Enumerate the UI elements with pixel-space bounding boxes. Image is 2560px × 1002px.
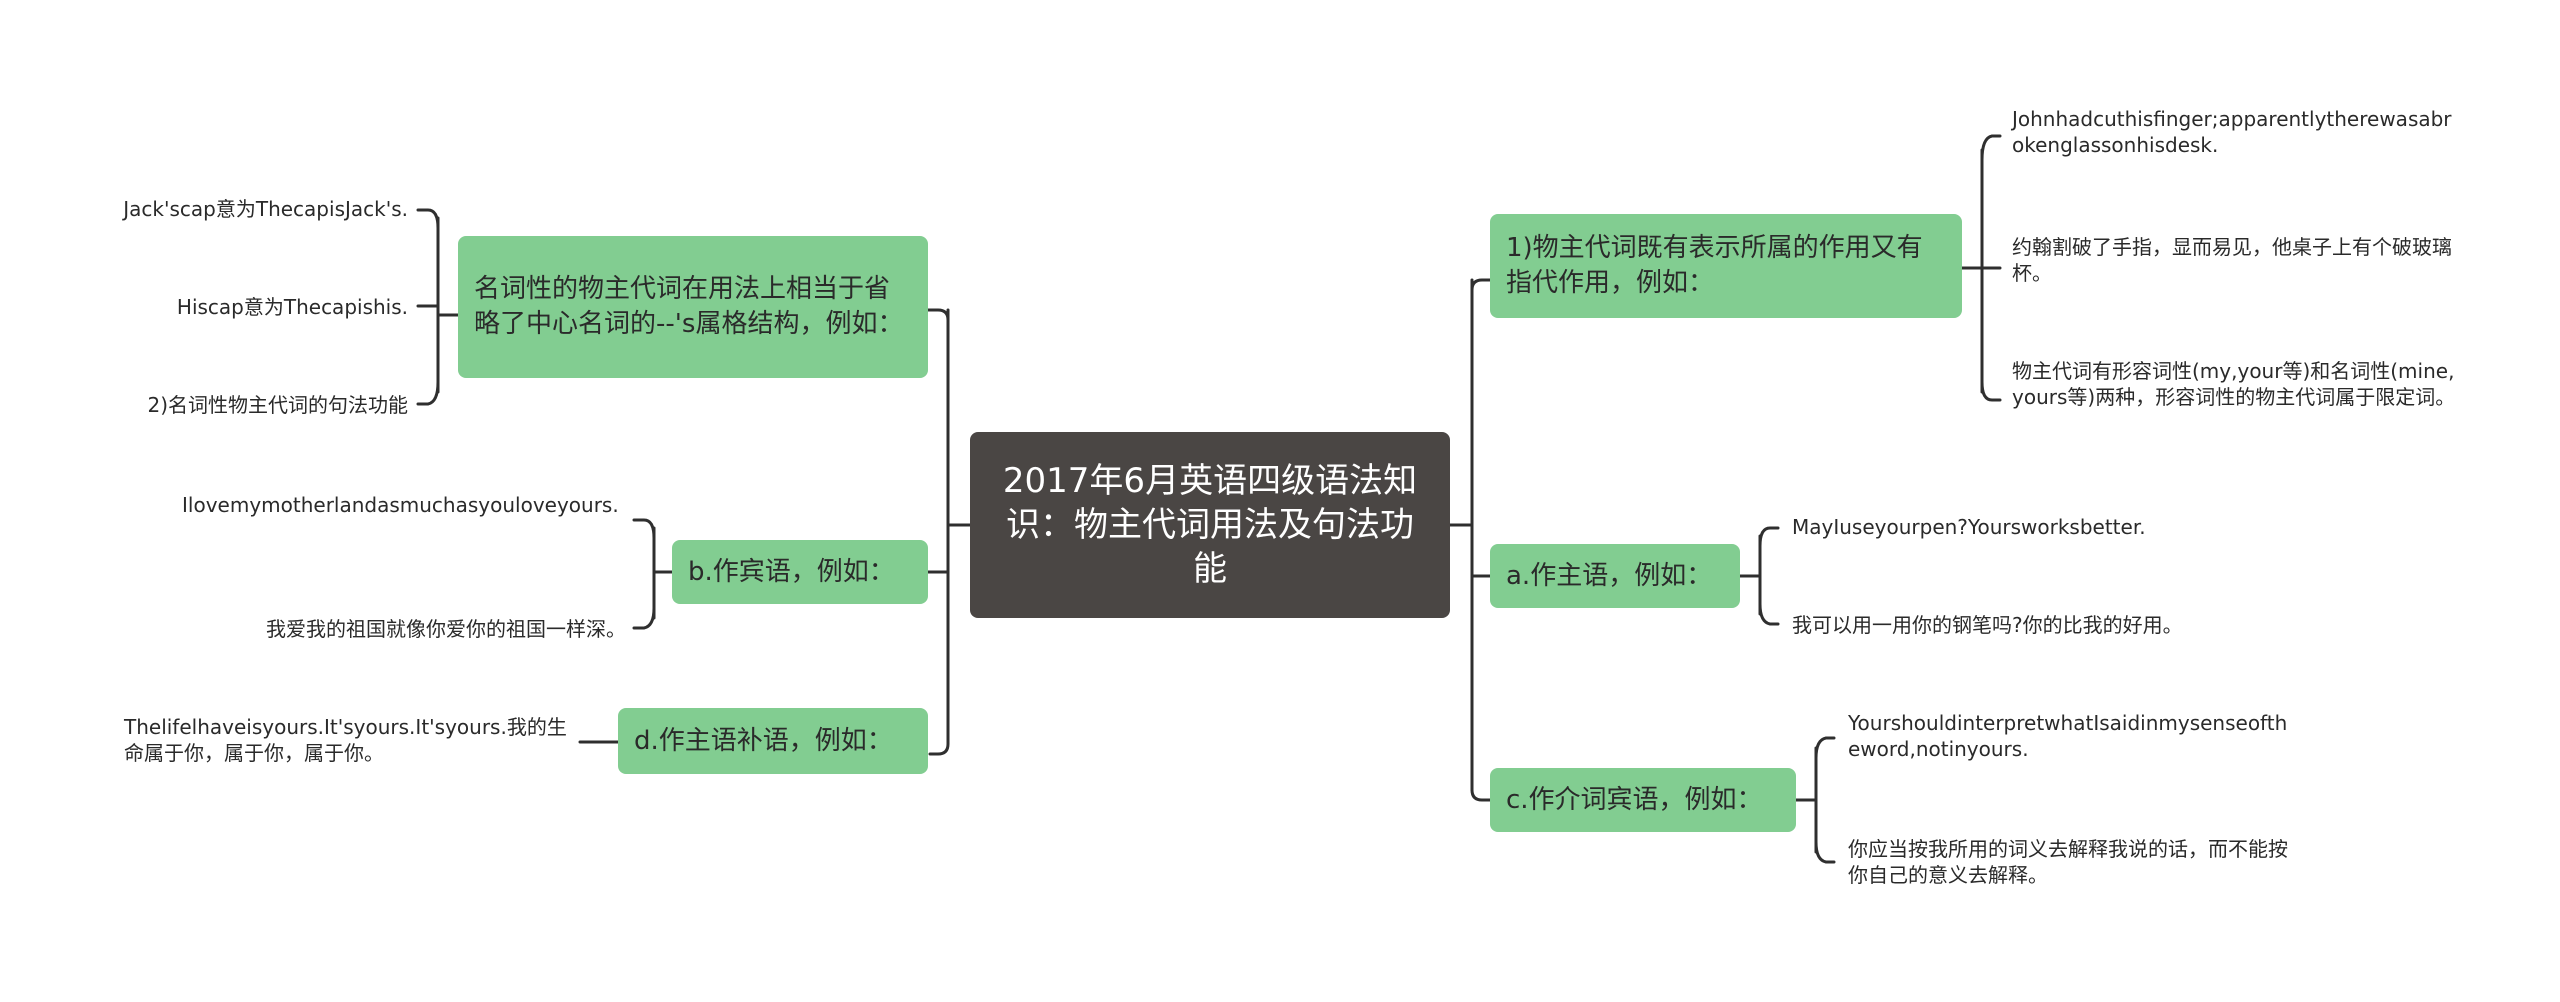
branch-right-possessive-roles[interactable]: 1)物主代词既有表示所属的作用又有指代作用，例如： (1490, 214, 1962, 318)
leaf-text: Hiscap意为Thecapishis. (176, 295, 408, 319)
leaf-left2-2: 我爱我的祖国就像你爱你的祖国一样深。 (182, 616, 626, 642)
leaf-left1-2: Hiscap意为Thecapishis. (80, 294, 408, 320)
branch-label: b.作宾语，例如： (688, 556, 895, 587)
branch-right-prep-object[interactable]: c.作介词宾语，例如： (1490, 768, 1796, 832)
leaf-left1-1: Jack'scap意为ThecapisJack's. (80, 196, 408, 222)
leaf-text: Jack'scap意为ThecapisJack's. (123, 197, 408, 221)
leaf-text: 物主代词有形容词性(my,your等)和名词性(mine,yours等)两种，形… (2012, 359, 2456, 409)
branch-left-object[interactable]: b.作宾语，例如： (672, 540, 928, 604)
root-topic[interactable]: 2017年6月英语四级语法知识：物主代词用法及句法功能 (970, 432, 1450, 618)
leaf-left2-1: Ilovemymotherlandasmuchasyouloveyours. (182, 492, 626, 518)
leaf-text: 我可以用一用你的钢笔吗?你的比我的好用。 (1792, 613, 2183, 637)
connector-left1-children (416, 208, 460, 406)
leaf-text: Ilovemymotherlandasmuchasyouloveyours. (182, 493, 619, 517)
leaf-text: YourshouldinterpretwhatIsaidinmysenseoft… (1848, 711, 2288, 761)
leaf-right3-1: YourshouldinterpretwhatIsaidinmysenseoft… (1848, 710, 2292, 762)
leaf-right2-2: 我可以用一用你的钢笔吗?你的比我的好用。 (1792, 612, 2312, 638)
root-topic-label: 2017年6月英语四级语法知识：物主代词用法及句法功能 (1002, 461, 1418, 589)
leaf-text: 我爱我的祖国就像你爱你的祖国一样深。 (266, 617, 626, 641)
leaf-text: Thelifelhaveisyours.It'syours.It'syours.… (124, 715, 567, 765)
leaf-right1-3: 物主代词有形容词性(my,your等)和名词性(mine,yours等)两种，形… (2012, 358, 2456, 410)
connector-right-bottom (1470, 788, 1492, 802)
connector-right2-children (1738, 526, 1780, 626)
connector-root-left (928, 308, 972, 756)
connector-root-right (1448, 278, 1474, 792)
branch-left-subject-complement[interactable]: d.作主语补语，例如： (618, 708, 928, 774)
leaf-text: Johnhadcuthisfinger;apparentlytherewasab… (2012, 107, 2452, 157)
leaf-text: 约翰割破了手指，显而易见，他桌子上有个破玻璃杯。 (2012, 235, 2452, 285)
leaf-right3-2: 你应当按我所用的词义去解释我说的话，而不能按你自己的意义去解释。 (1848, 836, 2292, 888)
branch-label: c.作介词宾语，例如： (1506, 784, 1763, 815)
leaf-left3-1: Thelifelhaveisyours.It'syours.It'syours.… (124, 714, 570, 766)
leaf-right1-2: 约翰割破了手指，显而易见，他桌子上有个破玻璃杯。 (2012, 234, 2456, 286)
branch-label: 1)物主代词既有表示所属的作用又有指代作用，例如： (1506, 233, 1923, 298)
connector-right3-children (1794, 736, 1836, 864)
leaf-right2-1: MayIuseyourpen?Yoursworksbetter. (1792, 514, 2312, 540)
leaf-text: 你应当按我所用的词义去解释我说的话，而不能按你自己的意义去解释。 (1848, 837, 2288, 887)
branch-label: 名词性的物主代词在用法上相当于省略了中心名词的--'s属格结构，例如： (474, 274, 904, 339)
leaf-right1-1: Johnhadcuthisfinger;apparentlytherewasab… (2012, 106, 2456, 158)
connector-left2-children (632, 518, 674, 630)
connector-left-top (926, 308, 950, 322)
leaf-text: 2)名词性物主代词的句法功能 (147, 393, 408, 417)
branch-label: d.作主语补语，例如： (634, 725, 893, 756)
branch-right-subject[interactable]: a.作主语，例如： (1490, 544, 1740, 608)
connector-right-top (1470, 278, 1492, 292)
leaf-text: MayIuseyourpen?Yoursworksbetter. (1792, 515, 2146, 539)
branch-label: a.作主语，例如： (1506, 560, 1713, 591)
branch-left-possessive-noun-form[interactable]: 名词性的物主代词在用法上相当于省略了中心名词的--'s属格结构，例如： (458, 236, 928, 378)
connector-right1-children (1960, 134, 2002, 402)
leaf-left1-3: 2)名词性物主代词的句法功能 (80, 392, 408, 418)
